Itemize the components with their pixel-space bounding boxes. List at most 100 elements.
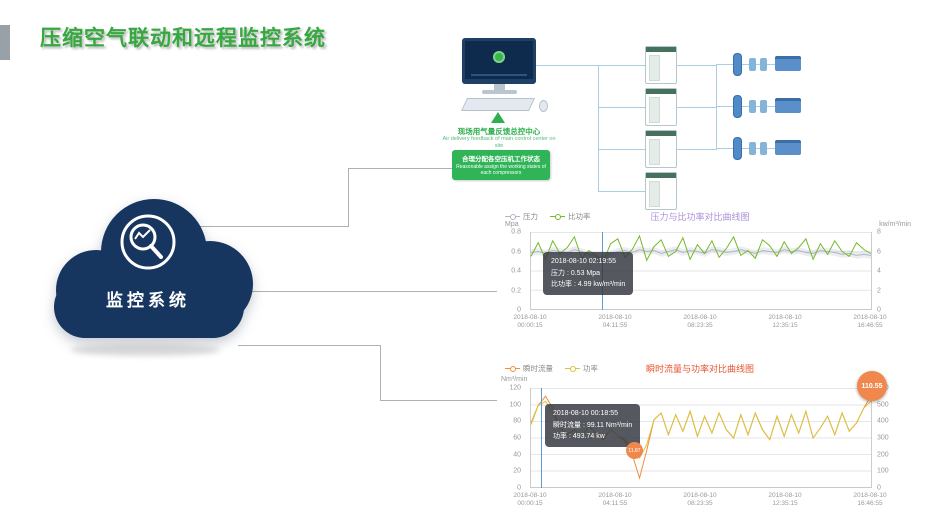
- mouse-icon: [539, 100, 548, 112]
- chart-legend: 瞬时流量 功率: [505, 363, 598, 374]
- y-tick-label: 2: [877, 287, 881, 294]
- air-tank-icon: [733, 137, 742, 160]
- connector-cloud-to-chart2-h2: [380, 400, 497, 401]
- connector-cloud-to-chart2-h1: [238, 345, 381, 346]
- dryer-icon: [775, 98, 801, 113]
- tooltip-time: 2018-08-10 00:18:55: [553, 410, 618, 417]
- y-tick-label: 120: [509, 384, 521, 392]
- link-row4: [598, 191, 645, 192]
- chart-tooltip: 2018-08-10 02:19:55 压力 : 0.53 Mpa 比功率 : …: [543, 252, 634, 295]
- tooltip-row: 瞬时流量 : 99.11 Nm³/min: [553, 421, 633, 429]
- link-monitor-bus: [536, 65, 598, 66]
- legend-label: 比功率: [568, 212, 591, 221]
- assign-text-cn: 合理分配各空压机工作状态: [462, 156, 540, 163]
- equipment-link-line: [716, 106, 801, 107]
- cloud-shape: [54, 199, 253, 338]
- search-trend-icon: [120, 214, 176, 270]
- chart-legend: 压力 比功率: [505, 211, 591, 222]
- connector-cloud-to-diagram-v: [348, 168, 349, 227]
- tooltip-time: 2018-08-10 02:19:55: [551, 258, 616, 265]
- y-tick-label: 100: [509, 401, 521, 409]
- cloud-label: 监控系统: [106, 291, 190, 310]
- cloud-shadow: [70, 344, 220, 356]
- y-tick-label: 8: [877, 228, 881, 236]
- y-tick-label: 0: [877, 484, 881, 492]
- equipment-link-line: [716, 148, 801, 149]
- assign-text-en: Reasonable assign the working states of …: [456, 164, 546, 176]
- monitor-screen: [465, 41, 533, 79]
- link-row2: [598, 107, 645, 108]
- y-axis-unit-right: kw/m³/min: [879, 221, 911, 228]
- legend-item-flow[interactable]: 瞬时流量: [505, 363, 553, 374]
- chart-title: 压力与比功率对比曲线图: [650, 212, 750, 222]
- filter-icon: [749, 100, 756, 113]
- tooltip-row: 功率 : 493.74 kw: [553, 433, 605, 441]
- monitor-icon: [462, 38, 536, 84]
- air-equipment-row: [716, 136, 805, 162]
- chart-title: 瞬时流量与功率对比曲线图: [645, 364, 754, 374]
- legend-item-specific-power[interactable]: 比功率: [550, 211, 591, 222]
- link-right-bus: [716, 65, 717, 150]
- system-diagram: 现场用气量反馈总控中心 Air delivery feedback of mai…: [440, 32, 820, 218]
- feedback-text-en: Air delivery feedback of main control ce…: [442, 136, 556, 149]
- y-tick-label: 400: [877, 417, 889, 425]
- plot-area[interactable]: [530, 388, 872, 488]
- y-tick-label: 0.8: [511, 228, 521, 236]
- filter-icon: [760, 58, 767, 71]
- y-axis-unit-left: Mpa: [505, 221, 519, 228]
- monitoring-cloud: 监控系统: [38, 190, 258, 350]
- filter-icon: [760, 100, 767, 113]
- y-tick-label: 20: [513, 467, 521, 475]
- y-tick-label: 100: [877, 467, 889, 475]
- monitor-base: [482, 90, 517, 94]
- y-tick-label: 40: [513, 451, 521, 459]
- link-right-row1: [677, 65, 716, 66]
- series-line-比功率: [530, 234, 872, 263]
- legend-item-pressure[interactable]: 压力: [505, 211, 538, 222]
- dryer-icon: [775, 140, 801, 155]
- link-row1: [598, 65, 645, 66]
- filter-icon: [760, 142, 767, 155]
- y-tick-label: 0: [517, 306, 521, 314]
- page-title: 压缩空气联动和远程监控系统: [40, 27, 326, 50]
- y-tick-label: 300: [877, 434, 889, 442]
- filter-icon: [749, 142, 756, 155]
- monitor-stand: [494, 84, 505, 90]
- link-bus-vertical: [598, 65, 599, 191]
- min-point-badge: 11.87: [626, 442, 643, 459]
- link-right-row2: [677, 107, 716, 108]
- tooltip-row: 比功率 : 4.99 kw/m³/min: [551, 281, 626, 289]
- chart-tooltip: 2018-08-10 00:18:55 瞬时流量 : 99.11 Nm³/min…: [545, 404, 641, 447]
- link-row3: [598, 149, 645, 150]
- y-tick-label: 4: [877, 267, 881, 275]
- feedback-text-cn: 现场用气量反馈总控中心: [457, 127, 541, 136]
- connector-cloud-to-diagram-h2: [348, 168, 452, 169]
- legend-item-power[interactable]: 功率: [565, 363, 598, 374]
- connector-cloud-to-diagram-h1: [200, 226, 348, 227]
- link-right-row3: [677, 149, 716, 150]
- assign-callout: 合理分配各空压机工作状态 Reasonable assign the worki…: [452, 150, 550, 180]
- up-arrow-icon: [491, 112, 505, 123]
- y-axis-unit-left: Nm³/min: [501, 376, 528, 383]
- air-equipment-row: [716, 94, 805, 120]
- filter-icon: [749, 58, 756, 71]
- tooltip-row: 压力 : 0.53 Mpa: [551, 269, 601, 277]
- crosshair-line: [541, 388, 543, 488]
- air-tank-icon: [733, 53, 742, 76]
- y-tick-label: 0: [877, 306, 881, 314]
- y-axis-right: 6005004003002001000: [873, 385, 911, 492]
